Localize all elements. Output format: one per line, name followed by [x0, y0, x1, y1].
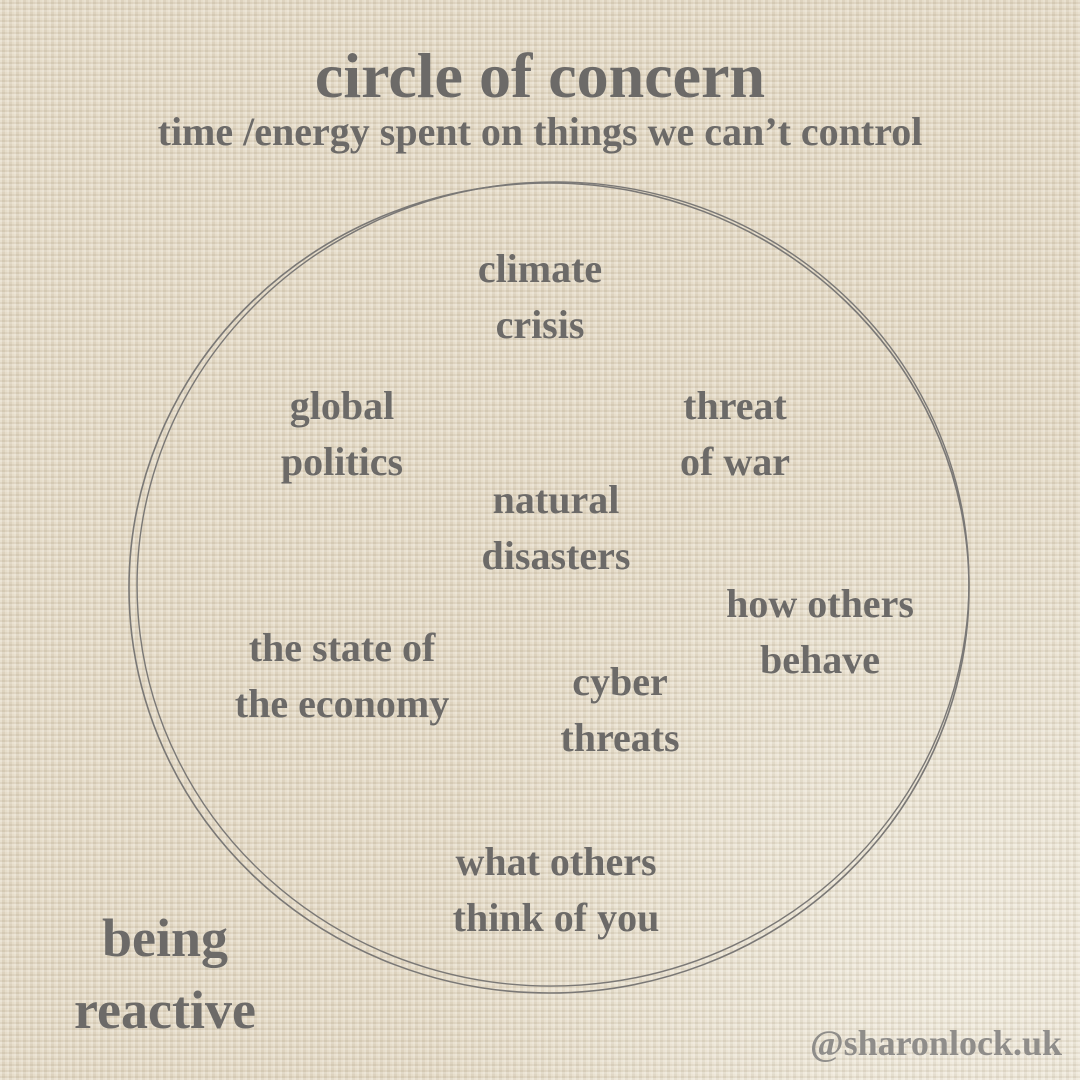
concern-how-others-behave: how others behave [690, 576, 950, 688]
line: think of you [452, 895, 660, 940]
line: crisis [495, 302, 585, 347]
line: the economy [234, 681, 450, 726]
line: what others [455, 839, 657, 884]
being-reactive-label: being reactive [30, 902, 300, 1046]
line: cyber [572, 659, 668, 704]
circle-outline-2 [136, 181, 970, 987]
concern-threat-of-war: threat of war [615, 378, 855, 490]
concern-natural-disasters: natural disasters [436, 472, 676, 584]
concern-cyber-threats: cyber threats [500, 654, 740, 766]
page-title: circle of concern [314, 40, 766, 111]
line: behave [760, 637, 880, 682]
watermark: @sharonlock.uk [810, 1023, 1062, 1063]
line: how others [726, 581, 914, 626]
line: threats [560, 715, 680, 760]
line: global [289, 383, 395, 428]
line: disasters [481, 533, 631, 578]
concern-global-politics: global politics [222, 378, 462, 490]
line: climate [477, 246, 603, 291]
page-subtitle: time /energy spent on things we can’t co… [157, 109, 923, 154]
line: reactive [74, 980, 256, 1040]
concern-what-others-think: what others think of you [406, 834, 706, 946]
line: threat [683, 383, 787, 428]
line: the state of [248, 625, 436, 670]
line: of war [680, 439, 790, 484]
concern-climate-crisis: climate crisis [420, 241, 660, 353]
line: politics [280, 439, 404, 484]
line: natural [492, 477, 620, 522]
line: being [101, 908, 229, 968]
concern-state-of-economy: the state of the economy [192, 620, 492, 732]
